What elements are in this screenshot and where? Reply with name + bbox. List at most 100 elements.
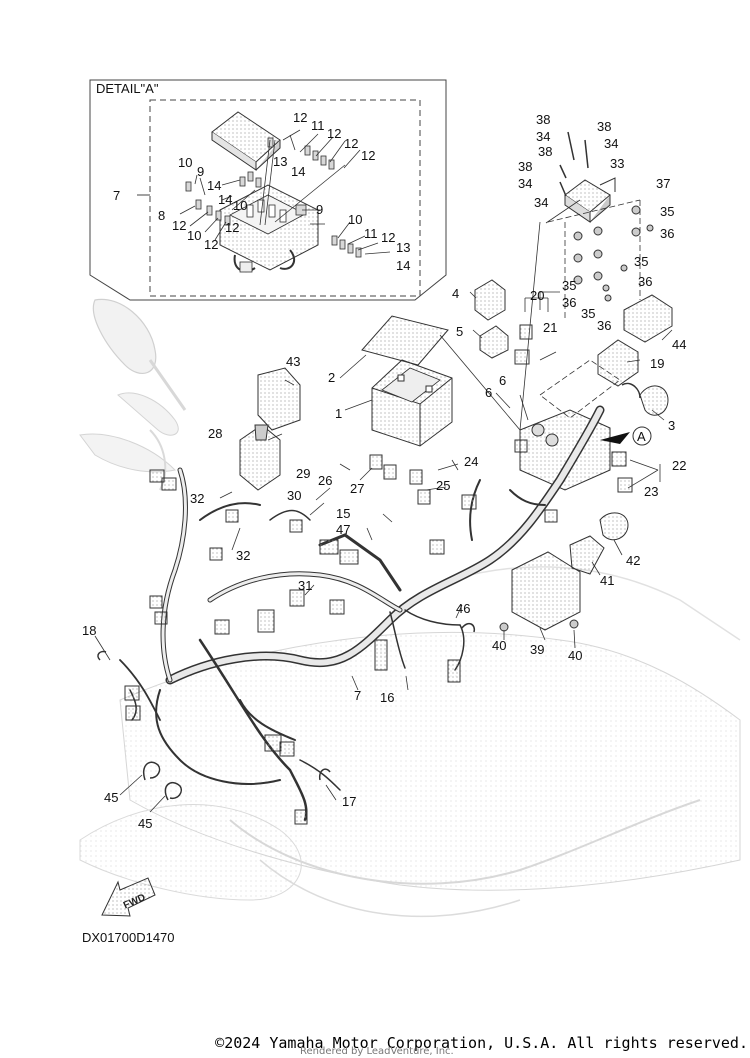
- callout-36: 36: [597, 318, 611, 333]
- detail-callouts: 7 8 9 9 10 10 10 10 11 11 12 12 12 12 12…: [113, 110, 410, 273]
- control-unit-cluster: A: [519, 359, 652, 493]
- callout-40: 40: [568, 648, 582, 663]
- callout-28: 28: [208, 426, 222, 441]
- regulator: [499, 512, 629, 632]
- callout-45: 45: [138, 816, 152, 831]
- callout-9: 9: [197, 164, 204, 179]
- callout-34: 34: [534, 195, 548, 210]
- scooter-body-outline: [79, 566, 741, 918]
- callout-23: 23: [644, 484, 658, 499]
- callout-7-detail: 7: [113, 188, 120, 203]
- callout-10: 10: [187, 228, 201, 243]
- mirror-ghost: [79, 298, 187, 491]
- callout-36: 36: [562, 295, 576, 310]
- callout-46: 46: [456, 601, 470, 616]
- callout-38: 38: [536, 112, 550, 127]
- callout-2: 2: [328, 370, 335, 385]
- callout-18: 18: [82, 623, 96, 638]
- callout-8: 8: [158, 208, 165, 223]
- callout-12: 12: [327, 126, 341, 141]
- callout-11: 11: [364, 226, 378, 241]
- callout-32: 32: [190, 491, 204, 506]
- callout-35: 35: [562, 278, 576, 293]
- callout-35: 35: [634, 254, 648, 269]
- callout-37: 37: [656, 176, 670, 191]
- callout-20: 20: [530, 288, 544, 303]
- callout-36: 36: [660, 226, 674, 241]
- callout-36: 36: [638, 274, 652, 289]
- callout-14: 14: [207, 178, 221, 193]
- callout-12: 12: [361, 148, 375, 163]
- callout-14: 14: [218, 192, 232, 207]
- callout-12: 12: [293, 110, 307, 125]
- detail-leader-lines: [179, 129, 391, 255]
- wire-harness: [119, 405, 605, 822]
- callout-10: 10: [178, 155, 192, 170]
- callout-29: 29: [296, 466, 310, 481]
- callout-6: 6: [499, 373, 506, 388]
- main-callouts: 1 2 3 4 5 6 6 7 15 16 17 18 19 20 21 22 …: [82, 112, 686, 831]
- callout-12: 12: [344, 136, 358, 151]
- callout-39: 39: [530, 642, 544, 657]
- callout-34: 34: [536, 129, 550, 144]
- callout-24: 24: [464, 454, 478, 469]
- callout-11: 11: [311, 118, 325, 133]
- callout-32: 32: [236, 548, 250, 563]
- callout-38: 38: [518, 159, 532, 174]
- callout-12: 12: [381, 230, 395, 245]
- battery: [361, 315, 453, 447]
- callout-7: 7: [354, 688, 361, 703]
- detail-a-title: DETAIL"A": [96, 81, 159, 96]
- callout-40: 40: [492, 638, 506, 653]
- callout-43: 43: [286, 354, 300, 369]
- callout-25: 25: [436, 478, 450, 493]
- callout-42: 42: [626, 553, 640, 568]
- watermark: Rendered by LeadVenture, Inc.: [300, 1046, 454, 1057]
- callout-35: 35: [660, 204, 674, 219]
- fuel-pump: [239, 367, 301, 491]
- detail-fuse-block: [219, 184, 319, 273]
- callout-21: 21: [543, 320, 557, 335]
- callout-14: 14: [291, 164, 305, 179]
- callout-13: 13: [273, 154, 287, 169]
- callout-12: 12: [204, 237, 218, 252]
- callout-19: 19: [650, 356, 664, 371]
- callout-6: 6: [485, 385, 492, 400]
- callout-26: 26: [318, 473, 332, 488]
- callout-12: 12: [172, 218, 186, 233]
- copyright-notice: ©2024 Yamaha Motor Corporation, U.S.A. A…: [215, 1034, 748, 1052]
- callout-14: 14: [396, 258, 410, 273]
- callout-1: 1: [335, 406, 342, 421]
- callout-17: 17: [342, 794, 356, 809]
- callout-22: 22: [672, 458, 686, 473]
- callout-44: 44: [672, 337, 686, 352]
- callout-15: 15: [336, 506, 350, 521]
- callout-4: 4: [452, 286, 459, 301]
- callout-10: 10: [348, 212, 362, 227]
- callout-38: 38: [538, 144, 552, 159]
- callout-13: 13: [396, 240, 410, 255]
- leader-lines: [94, 221, 673, 813]
- callout-16: 16: [380, 690, 394, 705]
- diagram-code: DX01700D1470: [82, 930, 175, 945]
- callout-45: 45: [104, 790, 118, 805]
- callout-34: 34: [604, 136, 618, 151]
- callout-38: 38: [597, 119, 611, 134]
- detail-fuses: [185, 137, 362, 258]
- callout-34: 34: [518, 176, 532, 191]
- callout-12: 12: [225, 220, 239, 235]
- relay-bracket-group: [545, 131, 654, 320]
- right-components: [597, 294, 673, 416]
- callout-35: 35: [581, 306, 595, 321]
- harness-connectors: [124, 439, 558, 825]
- callout-5: 5: [456, 324, 463, 339]
- view-marker-a: A: [637, 429, 646, 444]
- callout-41: 41: [600, 573, 614, 588]
- callout-3: 3: [668, 418, 675, 433]
- callout-27: 27: [350, 481, 364, 496]
- callout-9: 9: [316, 202, 323, 217]
- callout-33: 33: [610, 156, 624, 171]
- callout-10: 10: [233, 198, 247, 213]
- small-relays: [474, 279, 549, 365]
